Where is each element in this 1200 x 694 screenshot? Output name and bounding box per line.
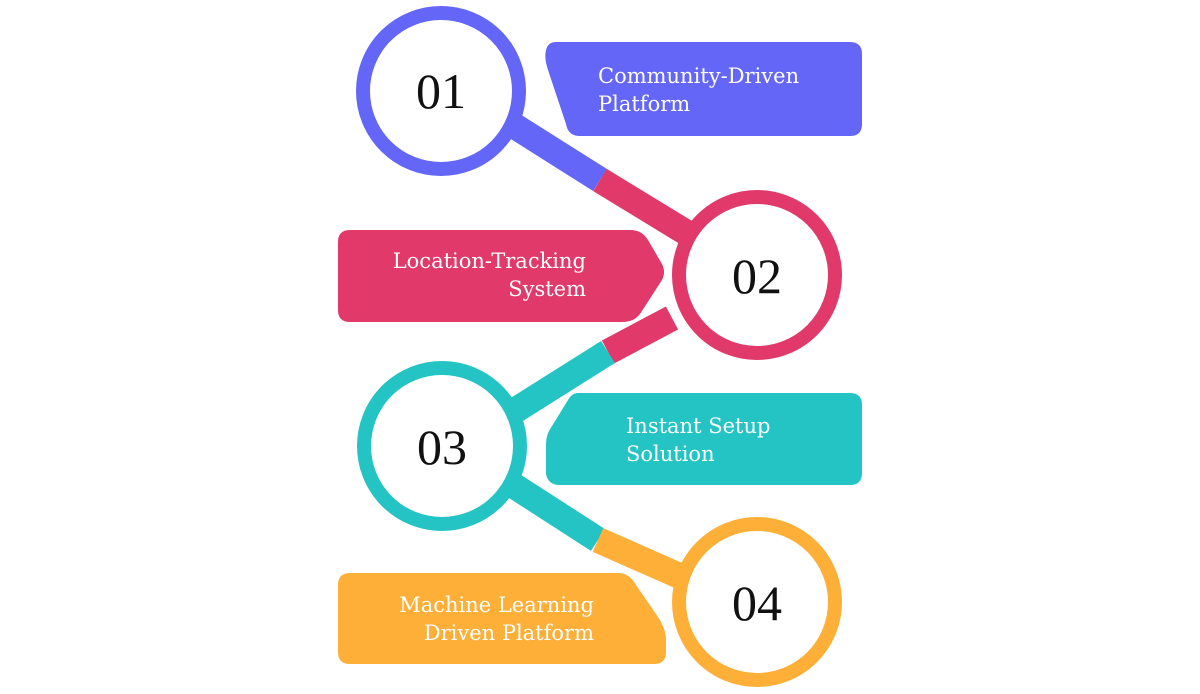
step-number: 01 bbox=[416, 63, 466, 119]
label-box-shape bbox=[338, 573, 666, 664]
connector-03-04-start bbox=[497, 469, 606, 551]
step-02-circle: 02 bbox=[672, 190, 842, 360]
connectors bbox=[493, 109, 706, 597]
step-04-circle: 04 bbox=[672, 517, 842, 687]
step-02-label-box: Location-Tracking System bbox=[338, 230, 664, 322]
label-line-2: Solution bbox=[626, 442, 715, 466]
label-line-1: Machine Learning bbox=[399, 593, 594, 617]
label-line-2: System bbox=[508, 277, 586, 301]
step-01-circle: 01 bbox=[356, 6, 526, 176]
connector-01-02-start bbox=[498, 109, 607, 191]
label-box-shape bbox=[338, 230, 664, 322]
step-01-label-box: Community-Driven Platform bbox=[545, 42, 862, 136]
label-box-shape bbox=[545, 42, 862, 136]
label-line-1: Community-Driven bbox=[598, 64, 799, 88]
step-03-label-box: Instant Setup Solution bbox=[546, 393, 862, 485]
connector-02-03-start bbox=[601, 306, 679, 364]
step-03-circle: 03 bbox=[357, 361, 527, 531]
step-number: 03 bbox=[417, 419, 467, 475]
label-line-2: Platform bbox=[598, 92, 690, 116]
step-number: 04 bbox=[732, 575, 782, 631]
connector-01-02-end bbox=[593, 168, 702, 250]
label-line-1: Location-Tracking bbox=[393, 249, 586, 273]
step-number: 02 bbox=[732, 248, 782, 304]
label-box-shape bbox=[546, 393, 862, 485]
label-line-1: Instant Setup bbox=[626, 414, 770, 438]
label-line-2: Driven Platform bbox=[424, 621, 594, 645]
step-04-label-box: Machine Learning Driven Platform bbox=[338, 573, 666, 664]
